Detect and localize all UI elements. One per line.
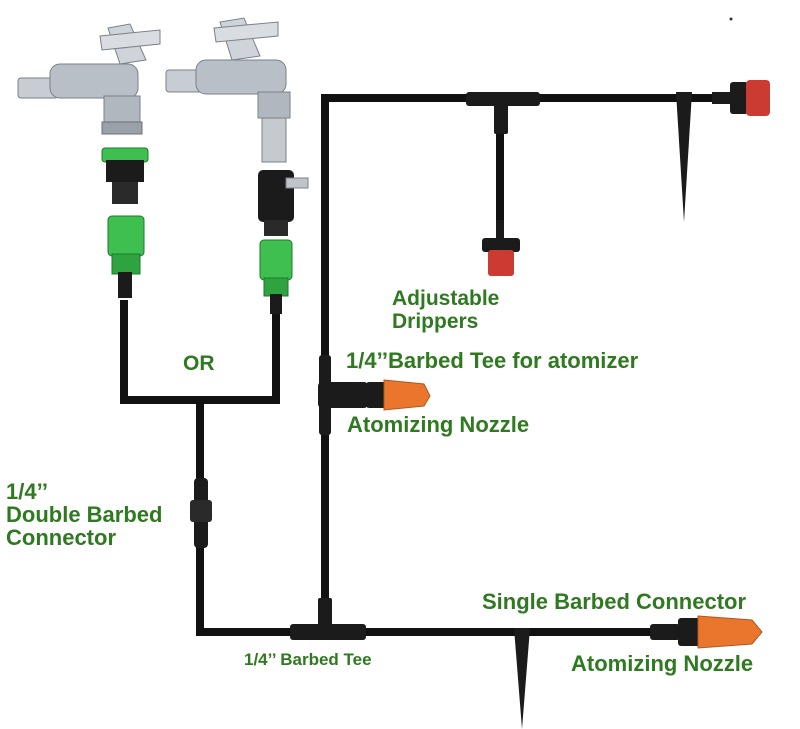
atomizing-nozzle-mid-label: Atomizing Nozzle xyxy=(347,412,530,437)
double-barbed-label-line1: 1/4’’ xyxy=(6,479,48,504)
tube-left-drop xyxy=(120,300,280,404)
single-barbed-label: Single Barbed Connector xyxy=(482,589,747,614)
faucet-left-icon xyxy=(17,23,161,135)
atomizing-nozzle-bottom-icon xyxy=(697,615,763,649)
adjustable-drippers-label-line2: Drippers xyxy=(392,310,479,333)
bottom-barbed-tee-icon xyxy=(290,598,366,640)
quick-connector-right-icon xyxy=(259,239,293,314)
or-label: OR xyxy=(183,352,215,375)
adjustable-drippers-label-line1: Adjustable xyxy=(392,287,500,310)
faucet-adapter-left-icon xyxy=(101,147,149,204)
stake-top-right-icon xyxy=(676,92,692,222)
atomizing-nozzle-bottom-label: Atomizing Nozzle xyxy=(571,651,754,676)
double-barbed-label-line2: Double Barbed xyxy=(6,502,163,527)
top-barbed-tee-icon xyxy=(466,92,540,134)
dripper-top-right-icon xyxy=(712,80,770,116)
quick-connector-left-icon xyxy=(107,215,145,298)
atomizer-barbed-tee-icon xyxy=(318,355,368,435)
faucet-right-icon xyxy=(165,17,291,163)
double-barbed-connector-icon xyxy=(190,478,212,548)
tee-atomizer-label: 1/4’’Barbed Tee for atomizer xyxy=(346,348,639,373)
stake-bottom-icon xyxy=(514,628,530,729)
single-barbed-connector-icon xyxy=(650,618,700,646)
dot-mark-icon xyxy=(729,17,733,21)
double-barbed-label-line3: Connector xyxy=(6,525,116,550)
atomizing-nozzle-mid-icon xyxy=(366,379,431,411)
barbed-tee-label: 1/4’’ Barbed Tee xyxy=(244,650,372,669)
adjustable-dripper-icon xyxy=(482,220,520,276)
faucet-adapter-right-icon xyxy=(258,170,309,236)
